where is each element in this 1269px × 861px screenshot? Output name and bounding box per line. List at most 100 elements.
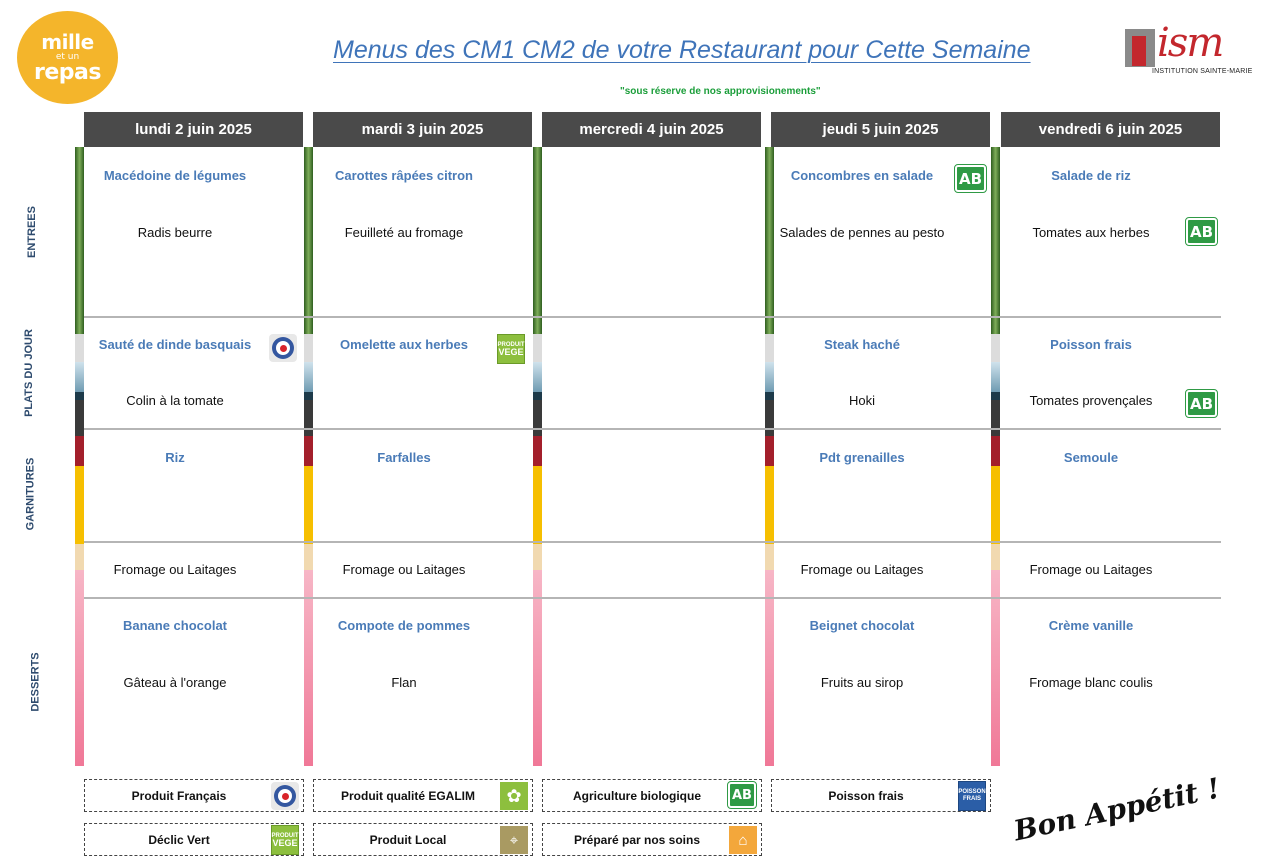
column-color-strip — [75, 392, 84, 400]
column-color-strip — [765, 400, 774, 436]
separator-after-garnitures — [84, 541, 1221, 543]
day-header-wednesday: mercredi 4 juin 2025 — [542, 112, 761, 147]
thursday-laitage: Fromage ou Laitages — [800, 562, 924, 577]
column-color-strip — [75, 436, 84, 466]
thursday-plat-1: Steak haché — [824, 337, 900, 352]
thursday-plat-2: Hoki — [848, 393, 875, 408]
column-color-strip — [304, 334, 313, 362]
monday-entree-2: Radis beurre — [137, 225, 213, 240]
column-color-strip — [75, 362, 84, 392]
column-color-strip — [765, 436, 774, 466]
column-color-strip — [304, 570, 313, 766]
column-color-strip — [991, 466, 1000, 544]
column-color-strip — [991, 392, 1000, 400]
column-color-strip — [304, 147, 313, 334]
page-subtitle: "sous réserve de nos approvisionements" — [620, 86, 821, 97]
legend-produit-francais: Produit Français — [84, 779, 304, 812]
column-color-strip — [533, 334, 542, 362]
friday-plat-1: Poisson frais — [1050, 337, 1132, 352]
page-title: Menus des CM1 CM2 de votre Restaurant po… — [333, 36, 1031, 64]
monday-laitage: Fromage ou Laitages — [113, 562, 237, 577]
column-color-strip — [533, 570, 542, 766]
column-color-strip — [75, 147, 84, 334]
tuesday-entree-1: Carottes râpées citron — [335, 168, 473, 183]
row-label-desserts: DESSERTS — [30, 652, 43, 712]
friday-dessert-1: Crème vanille — [1048, 618, 1134, 633]
tuesday-dessert-2: Flan — [391, 675, 417, 690]
column-color-strip — [991, 570, 1000, 766]
column-color-strip — [533, 392, 542, 400]
tuesday-garniture: Farfalles — [377, 450, 431, 465]
column-color-strip — [991, 334, 1000, 362]
day-header-tuesday: mardi 3 juin 2025 — [313, 112, 532, 147]
column-color-strip — [533, 362, 542, 392]
monday-plat-2: Colin à la tomate — [126, 393, 224, 408]
legend-prepare-par-nos-soins: Préparé par nos soins ⌂ — [542, 823, 762, 856]
logo-ism-text: ism — [1157, 20, 1224, 66]
mille-et-un-repas-logo: mille et un repas — [17, 11, 118, 104]
day-header-friday: vendredi 6 juin 2025 — [1001, 112, 1220, 147]
monday-plat-1: Sauté de dinde basquais — [98, 337, 252, 352]
column-color-strip — [533, 147, 542, 334]
monday-dessert-1: Banane chocolat — [122, 618, 228, 633]
agriculture-bio-icon: AB — [954, 164, 987, 193]
monday-entree-1: Macédoine de légumes — [103, 168, 247, 183]
monday-dessert-2: Gâteau à l'orange — [123, 675, 227, 690]
thursday-dessert-1: Beignet chocolat — [809, 618, 915, 633]
logo-block-red — [1132, 36, 1146, 66]
column-color-strip — [75, 334, 84, 362]
column-color-strip — [75, 544, 84, 570]
friday-entree-1: Salade de riz — [1051, 168, 1131, 183]
column-color-strip — [991, 436, 1000, 466]
column-color-strip — [75, 466, 84, 544]
separator-after-laitages — [84, 597, 1221, 599]
column-color-strip — [533, 544, 542, 570]
column-color-strip — [765, 466, 774, 544]
column-color-strip — [765, 392, 774, 400]
logo-line-1: mille — [41, 29, 94, 54]
house-icon: ⌂ — [729, 826, 757, 854]
tuesday-entree-2: Feuilleté au fromage — [344, 225, 464, 240]
legend-egalim: Produit qualité EGALIM ✿ — [313, 779, 533, 812]
column-color-strip — [765, 334, 774, 362]
column-color-strip — [533, 466, 542, 544]
logo-institution-caption: INSTITUTION SAINTE-MARIE — [1152, 68, 1253, 75]
row-label-garnitures: GARNITURES — [24, 457, 37, 531]
column-color-strip — [765, 544, 774, 570]
separator-after-entrees — [84, 316, 1221, 318]
thursday-entree-2: Salades de pennes au pesto — [779, 225, 945, 240]
agriculture-bio-icon: AB — [1185, 389, 1218, 418]
column-color-strip — [991, 400, 1000, 436]
thursday-dessert-2: Fruits au sirop — [820, 675, 904, 690]
column-color-strip — [533, 436, 542, 466]
logo-line-2: et un — [55, 51, 80, 62]
day-header-monday: lundi 2 juin 2025 — [84, 112, 303, 147]
agriculture-bio-icon: AB — [1185, 217, 1218, 246]
column-color-strip — [75, 400, 84, 436]
french-flag-icon — [271, 782, 299, 810]
column-color-strip — [304, 466, 313, 544]
row-label-entrees: ENTREES — [26, 206, 38, 258]
logo-line-3: repas — [34, 59, 101, 85]
friday-laitage: Fromage ou Laitages — [1029, 562, 1153, 577]
thursday-garniture: Pdt grenailles — [819, 450, 905, 465]
separator-after-plats — [84, 428, 1221, 430]
friday-dessert-2: Fromage blanc coulis — [1029, 675, 1153, 690]
tuesday-dessert-1: Compote de pommes — [337, 618, 471, 633]
french-flag-icon — [269, 334, 297, 362]
monday-garniture: Riz — [165, 450, 185, 465]
column-color-strip — [304, 436, 313, 466]
column-color-strip — [765, 147, 774, 334]
column-color-strip — [304, 362, 313, 392]
column-color-strip — [304, 392, 313, 400]
column-color-strip — [304, 544, 313, 570]
legend-agriculture-bio: Agriculture biologique AB — [542, 779, 762, 812]
legend-produit-local: Produit Local ⌖ — [313, 823, 533, 856]
column-color-strip — [765, 362, 774, 392]
column-color-strip — [765, 570, 774, 766]
egalim-icon: ✿ — [500, 782, 528, 810]
